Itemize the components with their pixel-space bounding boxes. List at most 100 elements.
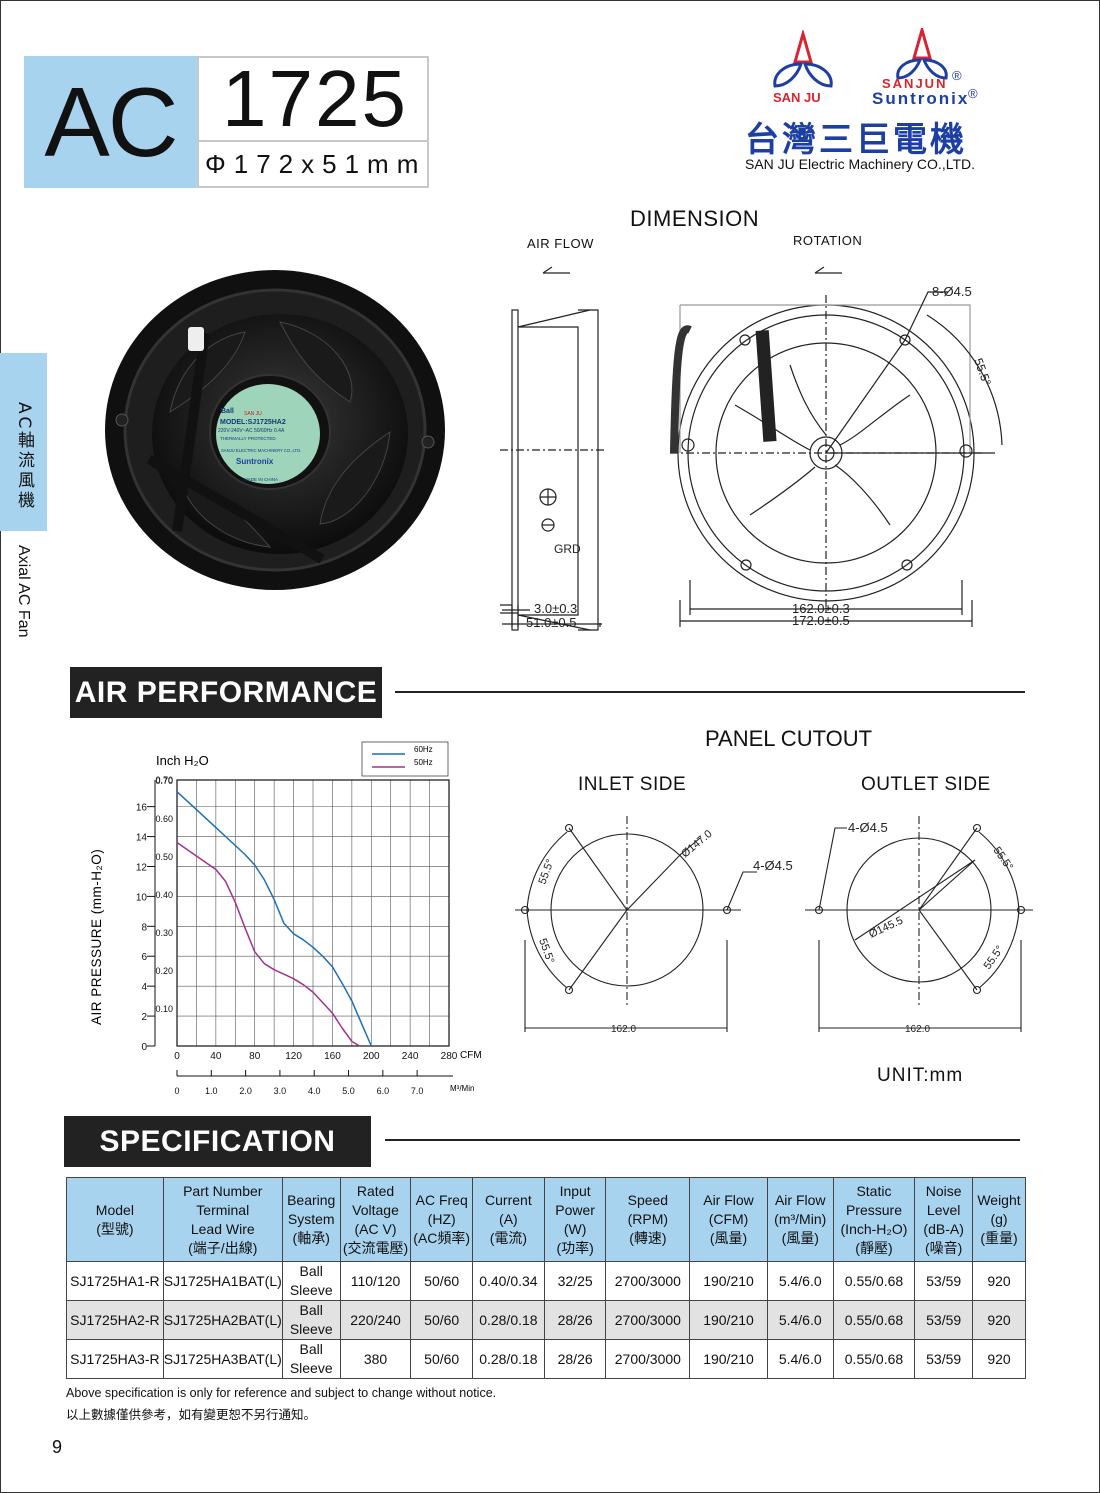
table-cell: SJ1725HA3-R bbox=[66, 1339, 164, 1379]
company-name-en: SAN JU Electric Machinery CO.,LTD. bbox=[745, 156, 976, 172]
y-tick-inch: 0.70 bbox=[155, 776, 173, 786]
legend-50hz: 50Hz bbox=[414, 758, 433, 767]
x-tick-cfm: 120 bbox=[285, 1051, 302, 1062]
x-axis-m3-label: M³/Min bbox=[450, 1084, 474, 1093]
angle-label: 55.5° bbox=[971, 356, 994, 387]
series-line-50Hz bbox=[176, 841, 360, 1047]
table-cell: 32/25 bbox=[543, 1261, 607, 1301]
chart-legend: 60Hz 50Hz bbox=[361, 741, 449, 777]
table-cell: Ball Sleeve bbox=[281, 1339, 341, 1379]
series-line-60Hz bbox=[176, 791, 372, 1047]
svg-text:SAN JU: SAN JU bbox=[244, 411, 262, 417]
x-tick-cfm: 200 bbox=[363, 1051, 380, 1062]
x-tick-cfm: 80 bbox=[249, 1051, 261, 1062]
table-cell: 28/26 bbox=[543, 1339, 607, 1379]
suntronix-logo-icon: SANJUN Suntronix ® ® bbox=[872, 28, 978, 108]
x-tick-m3: 5.0 bbox=[342, 1086, 355, 1096]
y-tick-mm: 16 bbox=[136, 803, 148, 814]
x-tick-cfm: 240 bbox=[402, 1051, 419, 1062]
x-tick-m3: 1.0 bbox=[205, 1086, 218, 1096]
outlet-width: 162.0 bbox=[905, 1024, 930, 1035]
table-cell: 220/240 bbox=[339, 1300, 412, 1340]
table-cell: 5.4/6.0 bbox=[766, 1339, 834, 1379]
header-prefix: AC bbox=[24, 56, 197, 188]
suntronix-top-text: SANJUN bbox=[882, 76, 947, 91]
inlet-holes: 4-Ø4.5 bbox=[753, 858, 793, 873]
svg-text:Ball: Ball bbox=[221, 408, 234, 415]
x-tick-cfm: 0 bbox=[174, 1051, 180, 1062]
y-tick-mm: 2 bbox=[141, 1012, 147, 1023]
note-cn: 以上數據僅供參考，如有變更恕不另行通知。 bbox=[66, 1407, 317, 1422]
table-header-4: AC Freq(HZ)(AC頻率) bbox=[410, 1177, 473, 1262]
header-model: 1725 bbox=[222, 54, 408, 143]
sanju-logo-text: SAN JU bbox=[773, 90, 821, 105]
inlet-angle-bottom: 55.5° bbox=[536, 937, 556, 965]
outlet-holes: 4-Ø4.5 bbox=[848, 820, 888, 835]
outlet-angle-top: 55.5° bbox=[991, 845, 1016, 873]
x-axis-cfm-label: CFM bbox=[460, 1050, 482, 1061]
air-performance-title: AIR PERFORMANCE bbox=[70, 667, 382, 718]
table-cell: 110/120 bbox=[339, 1261, 412, 1301]
table-cell: SJ1725HA2BAT(L) bbox=[162, 1300, 283, 1340]
unit-label: UNIT:mm bbox=[877, 1065, 964, 1086]
table-cell: 0.55/0.68 bbox=[832, 1300, 916, 1340]
dimension-drawing: GRD 8-Ø4.5 55.5° 3.0±0.3 51.0±0.5 162.0±… bbox=[500, 266, 1003, 631]
table-cell: 920 bbox=[972, 1339, 1026, 1379]
inlet-diameter: Ø147.0 bbox=[679, 828, 714, 860]
table-cell: 50/60 bbox=[410, 1339, 473, 1379]
table-cell: 53/59 bbox=[914, 1261, 973, 1301]
table-cell: 920 bbox=[972, 1300, 1026, 1340]
plot-frame bbox=[176, 779, 450, 1047]
rotation-label: ROTATION bbox=[793, 233, 863, 248]
inlet-side-title: INLET SIDE bbox=[578, 774, 687, 795]
svg-text:SANJU ELECTRIC MACHINERY CO.,L: SANJU ELECTRIC MACHINERY CO.,LTD. bbox=[221, 448, 301, 453]
table-cell: 0.28/0.18 bbox=[471, 1339, 545, 1379]
svg-text:®: ® bbox=[952, 68, 962, 83]
legend-60hz: 60Hz bbox=[414, 745, 433, 754]
x-tick-m3: 2.0 bbox=[239, 1086, 252, 1096]
x-tick-cfm: 40 bbox=[210, 1051, 222, 1062]
x-tick-cfm: 160 bbox=[324, 1051, 341, 1062]
table-cell: 0.55/0.68 bbox=[832, 1261, 916, 1301]
y-tick-mm: 8 bbox=[141, 922, 147, 933]
table-cell: 50/60 bbox=[410, 1261, 473, 1301]
header-model-box bbox=[197, 56, 429, 188]
suntronix-bottom-text: Suntronix bbox=[872, 89, 969, 108]
air-performance-rule bbox=[395, 691, 1025, 693]
x-tick-m3: 4.0 bbox=[308, 1086, 321, 1096]
svg-text:MODEL:SJ1725HA2: MODEL:SJ1725HA2 bbox=[220, 419, 286, 426]
y-tick-inch: 0.60 bbox=[155, 814, 173, 824]
table-cell: SJ1725HA2-R bbox=[66, 1300, 164, 1340]
x-tick-m3: 3.0 bbox=[274, 1086, 287, 1096]
panel-cutout-title: PANEL CUTOUT bbox=[705, 726, 873, 751]
y-tick-mm: 4 bbox=[141, 982, 147, 993]
y-tick-mm: 6 bbox=[141, 952, 147, 963]
grd-label: GRD bbox=[554, 542, 581, 556]
y-axis-inch-label: Inch H₂O bbox=[156, 753, 209, 768]
x-tick-cfm: 280 bbox=[441, 1051, 458, 1062]
dimension-title: DIMENSION bbox=[630, 206, 760, 231]
y-tick-inch: 0.50 bbox=[155, 852, 173, 862]
svg-text:THERMALLY PROTECTED: THERMALLY PROTECTED bbox=[220, 436, 276, 441]
x-tick-m3: 6.0 bbox=[377, 1086, 390, 1096]
table-header-5: Current(A)(電流) bbox=[471, 1177, 545, 1262]
table-header-0: Model(型號) bbox=[66, 1177, 164, 1262]
table-cell: 2700/3000 bbox=[605, 1339, 691, 1379]
header-divider bbox=[197, 140, 429, 142]
x-tick-m3: 7.0 bbox=[411, 1086, 424, 1096]
svg-text:220V-240V~AC 50/60Hz 0.4A: 220V-240V~AC 50/60Hz 0.4A bbox=[218, 428, 285, 434]
outlet-diameter: Ø145.5 bbox=[867, 915, 905, 941]
table-cell: 190/210 bbox=[689, 1261, 768, 1301]
svg-text:®: ® bbox=[968, 86, 978, 101]
table-cell: SJ1725HA3BAT(L) bbox=[162, 1339, 283, 1379]
panel-cutout-drawing: Ø147.0 4-Ø4.5 55.5° 55.5° 162.0 4-Ø4.5 Ø… bbox=[515, 816, 1033, 1035]
